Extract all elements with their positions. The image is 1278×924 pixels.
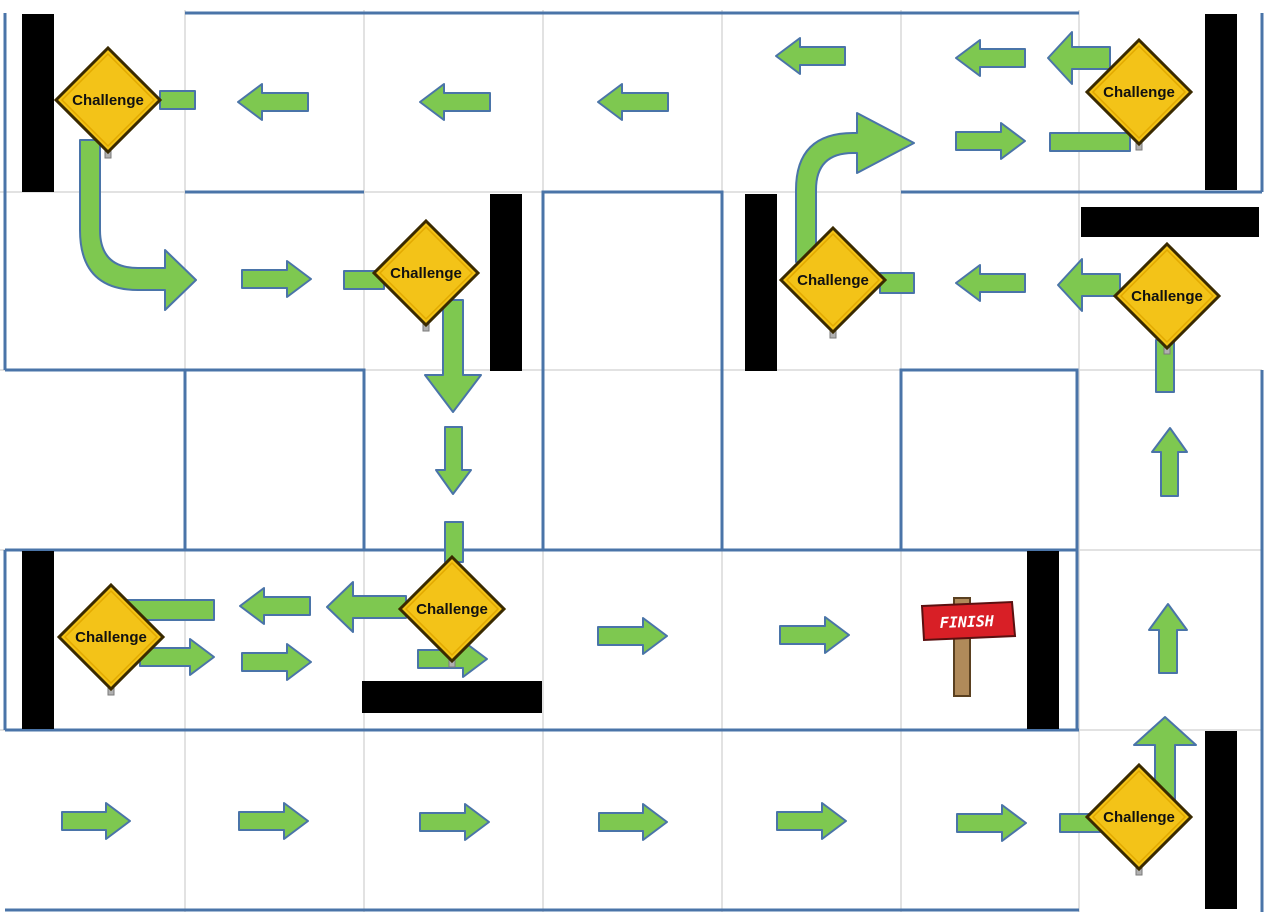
arrow-right-icon <box>241 643 312 681</box>
arrow-right-icon <box>956 804 1027 842</box>
challenge-sign: Challenge <box>398 555 506 669</box>
challenge-sign: Challenge <box>1085 38 1193 152</box>
curved-arrow-icon <box>79 139 197 311</box>
curved-arrow-icon <box>795 112 915 263</box>
arrow-up-icon <box>1151 427 1188 497</box>
challenge-sign: Challenge <box>54 46 162 160</box>
connector-bar <box>1049 132 1131 152</box>
arrow-right-icon <box>598 803 668 841</box>
arrow-down-icon <box>435 426 472 495</box>
challenge-sign: Challenge <box>57 583 165 697</box>
arrow-left-icon <box>1057 258 1121 312</box>
arrow-right-icon <box>779 616 850 654</box>
connector-bar <box>159 90 196 110</box>
arrow-up-icon <box>1148 603 1188 674</box>
arrow-right-icon <box>955 122 1026 160</box>
arrow-left-icon <box>419 83 491 121</box>
finish-sign: FINISH <box>920 597 1017 697</box>
black-blocks <box>22 14 1259 909</box>
arrow-left-icon <box>955 264 1026 302</box>
path-arrows <box>61 31 1197 842</box>
challenge-sign: Challenge <box>372 219 480 333</box>
arrow-left-icon <box>775 37 846 75</box>
arrow-right-icon <box>776 802 847 840</box>
finish-label: FINISH <box>939 612 995 632</box>
arrow-right-icon <box>61 802 131 840</box>
arrow-right-icon <box>597 617 668 655</box>
challenge-label: Challenge <box>75 629 147 646</box>
arrow-right-icon <box>238 802 309 840</box>
challenge-label: Challenge <box>1131 288 1203 305</box>
challenge-sign: Challenge <box>779 226 887 340</box>
challenge-label: Challenge <box>390 265 462 282</box>
challenge-label: Challenge <box>416 601 488 618</box>
arrow-left-icon <box>237 83 309 121</box>
challenge-sign: Challenge <box>1085 763 1193 877</box>
arrow-right-icon <box>241 260 312 298</box>
connector-bar <box>879 272 915 294</box>
challenge-label: Challenge <box>1103 809 1175 826</box>
arrow-right-icon <box>419 803 490 841</box>
arrow-left-icon <box>326 581 407 633</box>
connector-bar <box>444 521 464 563</box>
arrow-left-icon <box>597 83 669 121</box>
challenge-sign: Challenge <box>1113 242 1221 356</box>
challenge-label: Challenge <box>1103 84 1175 101</box>
challenge-label: Challenge <box>797 272 869 289</box>
arrow-left-icon <box>955 39 1026 77</box>
challenge-label: Challenge <box>72 92 144 109</box>
arrow-left-icon <box>239 587 311 625</box>
arrow-left-icon <box>1047 31 1111 85</box>
maze-walls <box>3 11 1264 912</box>
